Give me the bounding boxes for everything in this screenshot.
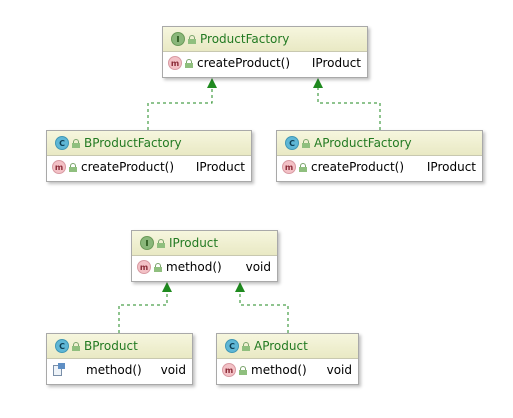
arrowhead-productfactory-left: [207, 78, 217, 88]
connector-aproduct-to-iproduct: [239, 292, 289, 333]
lock-icon: [242, 341, 250, 351]
return-type: void: [160, 363, 186, 377]
class-icon: C: [55, 339, 69, 353]
method-icon: m: [168, 56, 182, 70]
uml-header: C AProductFactory: [277, 131, 482, 156]
connector-aproductfactory-to-productfactory: [317, 88, 381, 130]
override-method-icon: [52, 363, 66, 377]
method-icon: m: [282, 160, 296, 174]
uml-class-aproduct[interactable]: C AProduct m method() void: [216, 333, 359, 385]
class-name: ProductFactory: [200, 32, 290, 46]
method-icon: m: [137, 260, 151, 274]
connector-bproductfactory-to-productfactory: [147, 88, 213, 130]
method-name: method(): [251, 363, 307, 377]
uml-header: C BProductFactory: [47, 131, 251, 156]
lock-icon: [157, 238, 165, 248]
method-name: createProduct(): [81, 160, 175, 174]
class-icon: C: [225, 339, 239, 353]
uml-header: C AProduct: [217, 334, 358, 359]
lock-icon: [69, 162, 77, 172]
return-type: IProduct: [426, 160, 476, 174]
lock-icon: [302, 138, 310, 148]
arrowhead-iproduct-left: [162, 282, 172, 292]
arrowhead-productfactory-right: [313, 78, 323, 88]
uml-interface-iproduct[interactable]: I IProduct m method() void: [131, 230, 278, 282]
return-type: void: [326, 363, 352, 377]
return-type: void: [245, 260, 271, 274]
lock-icon: [72, 138, 80, 148]
class-name: BProduct: [84, 339, 138, 353]
lock-icon: [299, 162, 307, 172]
method-name: createProduct(): [311, 160, 405, 174]
method-row[interactable]: method() void: [47, 359, 192, 381]
return-type: IProduct: [311, 56, 361, 70]
lock-icon: [185, 58, 193, 68]
interface-icon: I: [171, 32, 185, 46]
interface-icon: I: [140, 236, 154, 250]
uml-header: C BProduct: [47, 334, 192, 359]
connector-bproduct-to-iproduct: [118, 292, 168, 333]
method-row[interactable]: m createProduct() IProduct: [47, 156, 251, 178]
class-icon: C: [285, 136, 299, 150]
method-row[interactable]: m method() void: [217, 359, 358, 381]
class-name: IProduct: [169, 236, 219, 250]
method-icon: m: [52, 160, 66, 174]
class-name: AProduct: [254, 339, 308, 353]
lock-icon: [188, 34, 196, 44]
method-name: method(): [86, 363, 142, 377]
uml-interface-productfactory[interactable]: I ProductFactory m createProduct() IProd…: [162, 26, 368, 78]
method-row[interactable]: m createProduct() IProduct: [163, 52, 367, 74]
method-row[interactable]: m method() void: [132, 256, 277, 278]
class-name: BProductFactory: [84, 136, 182, 150]
method-name: method(): [166, 260, 222, 274]
uml-class-aproductfactory[interactable]: C AProductFactory m createProduct() IPro…: [276, 130, 483, 182]
lock-icon: [72, 341, 80, 351]
method-name: createProduct(): [197, 56, 291, 70]
method-row[interactable]: m createProduct() IProduct: [277, 156, 482, 178]
lock-icon: [239, 365, 247, 375]
uml-class-bproduct[interactable]: C BProduct method() void: [46, 333, 193, 385]
method-icon: m: [222, 363, 236, 377]
return-type: IProduct: [195, 160, 245, 174]
uml-class-bproductfactory[interactable]: C BProductFactory m createProduct() IPro…: [46, 130, 252, 182]
arrowhead-iproduct-right: [235, 282, 245, 292]
uml-header: I ProductFactory: [163, 27, 367, 52]
class-name: AProductFactory: [314, 136, 412, 150]
lock-icon: [154, 262, 162, 272]
class-icon: C: [55, 136, 69, 150]
uml-header: I IProduct: [132, 231, 277, 256]
